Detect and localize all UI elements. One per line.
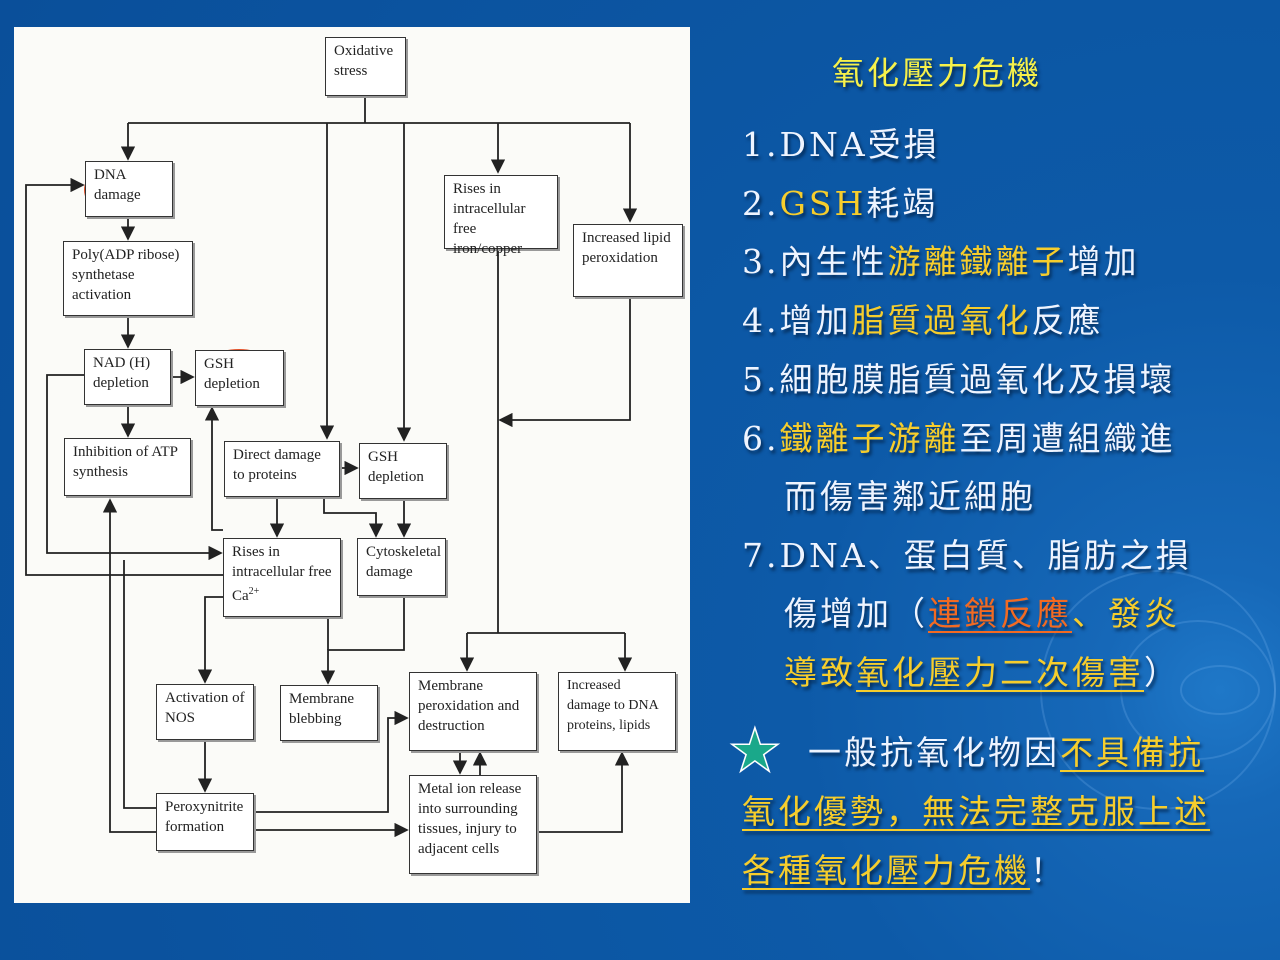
- item-3-text: 3.內生性: [742, 242, 888, 281]
- conclusion-line-2: 氧化優勢，無法完整克服上述: [742, 792, 1210, 831]
- ripple-decoration: [1040, 570, 1276, 810]
- conclusion-line-1: 一般抗氧化物因不具備抗: [808, 726, 1204, 774]
- item-6-cont: 而傷害鄰近細胞: [784, 477, 1036, 516]
- item-7-cont2: 導致氧化壓力二次傷害）: [784, 646, 1180, 694]
- box-membrane-peroxidation: Membrane peroxidation and destruction: [409, 672, 537, 751]
- conclusion-crisis: 各種氧化壓力危機: [742, 851, 1030, 890]
- box-nos-activation: Activation of NOS: [156, 684, 254, 740]
- item-3: 3.內生性游離鐵離子增加: [742, 235, 1140, 283]
- slide-title: 氧化壓力危機: [832, 54, 1043, 92]
- item-3-highlight: 游離鐵離子: [887, 242, 1068, 281]
- diagram-arrows: [25, 96, 672, 865]
- star-icon: ★: [727, 715, 785, 787]
- item-6: 6.鐵離子游離至周遭組織進: [742, 412, 1176, 460]
- item-7-cont: 傷增加（連鎖反應、發炎: [784, 587, 1180, 635]
- item-7-secondary-damage: 氧化壓力二次傷害: [856, 653, 1144, 692]
- calcium-superscript: 2+: [248, 586, 260, 597]
- box-metal-ion-release: Metal ion release into surrounding tissu…: [409, 775, 537, 874]
- item-6-text: 至周遭組織進: [959, 419, 1176, 458]
- calcium-label: Rises in intracellular free Ca: [232, 544, 332, 604]
- item-6-num: 6.: [742, 419, 780, 458]
- item-2-text: 耗竭: [866, 184, 939, 223]
- conclusion-text: 一般抗氧化物因: [808, 733, 1060, 772]
- box-peroxynitrite: Peroxynitrite formation: [156, 793, 254, 851]
- item-2-num: 2.: [742, 184, 780, 223]
- box-nad-depletion: NAD (H) depletion: [84, 349, 171, 405]
- box-iron-copper: Rises in intracellular free iron/copper: [444, 175, 558, 257]
- box-oxidative-stress: Oxidative stress: [325, 37, 406, 96]
- box-gsh-depletion-1: GSH depletion: [195, 350, 284, 406]
- box-increased-damage: Increased damage to DNA proteins, lipids: [558, 672, 676, 751]
- box-dna-damage: DNA damage: [85, 161, 173, 217]
- box-membrane-blebbing: Membrane blebbing: [280, 685, 378, 741]
- item-4-text: 4.增加: [742, 301, 852, 340]
- oxidative-stress-diagram: Oxidative stress DNA damage Poly(ADP rib…: [14, 27, 690, 903]
- item-7-close: ）: [1144, 653, 1180, 692]
- item-7-text: 傷增加（: [784, 594, 928, 633]
- item-3-end: 增加: [1067, 242, 1140, 281]
- item-1: 1.DNA受損: [742, 125, 940, 164]
- item-7-lead: 導致: [784, 653, 856, 692]
- conclusion-exclaim: ！: [1030, 851, 1066, 890]
- box-lipid-peroxidation: Increased lipid peroxidation: [573, 224, 683, 297]
- box-poly-adp: Poly(ADP ribose) synthetase activation: [63, 241, 193, 316]
- item-5: 5.細胞膜脂質過氧化及損壞: [742, 360, 1176, 399]
- item-4-highlight: 脂質過氧化: [851, 301, 1032, 340]
- item-4: 4.增加脂質過氧化反應: [742, 294, 1104, 342]
- item-2-highlight: GSH: [779, 184, 867, 223]
- conclusion-highlight: 不具備抗: [1060, 733, 1204, 772]
- item-6-highlight: 鐵離子游離: [779, 419, 960, 458]
- item-7: 7.DNA、蛋白質、脂肪之損: [742, 536, 1192, 575]
- item-7-inflammation: 、發炎: [1072, 594, 1180, 633]
- conclusion-line-3: 各種氧化壓力危機！: [742, 844, 1066, 892]
- item-4-end: 反應: [1031, 301, 1104, 340]
- box-gsh-depletion-2: GSH depletion: [359, 443, 447, 499]
- item-7-chain-reaction: 連鎖反應: [928, 594, 1072, 633]
- box-direct-damage: Direct damage to proteins: [224, 441, 340, 497]
- item-2: 2.GSH耗竭: [742, 177, 938, 225]
- box-atp-inhibition: Inhibition of ATP synthesis: [64, 438, 191, 496]
- box-cytoskeletal-damage: Cytoskeletal damage: [357, 538, 446, 596]
- box-calcium: Rises in intracellular free Ca2+: [223, 538, 341, 617]
